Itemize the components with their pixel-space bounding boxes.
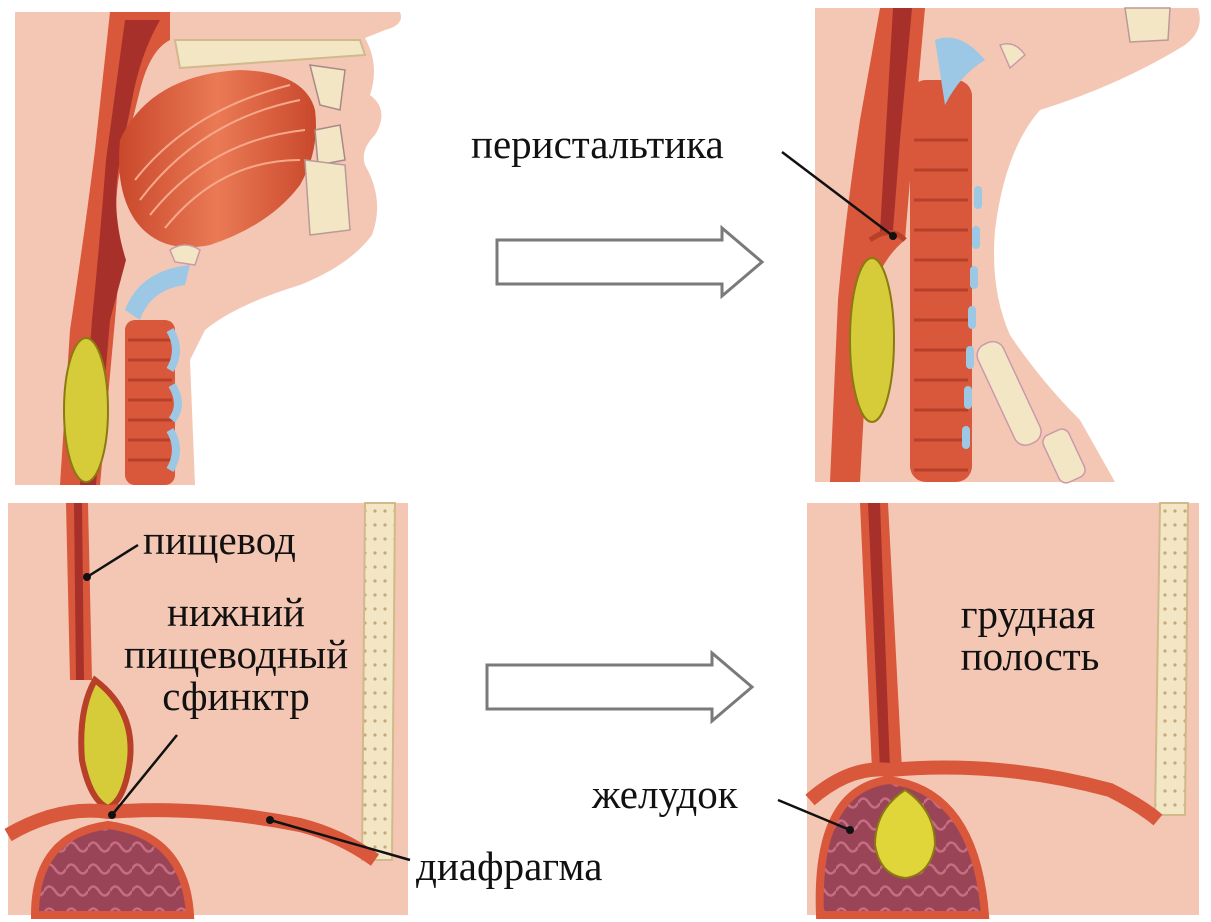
leader-dot-sphincter xyxy=(108,811,116,819)
palate xyxy=(173,39,367,70)
food-bolus xyxy=(63,337,109,483)
trachea-rings xyxy=(914,138,968,472)
arrow-bottom xyxy=(485,649,755,725)
label-thoracic-cavity-2: полость xyxy=(961,633,1100,679)
esophagus-lumen xyxy=(868,503,890,770)
label-lower-sphincter-1: нижний xyxy=(167,589,305,635)
clavicle xyxy=(976,340,1042,446)
leader-diaphragm xyxy=(269,818,411,862)
panel-peristalsis xyxy=(815,7,1200,484)
leader-dot-esophagus xyxy=(83,573,91,581)
label-diaphragm: диафрагма xyxy=(416,843,602,889)
epiglottis xyxy=(935,37,985,105)
sternum xyxy=(1042,428,1086,484)
spine xyxy=(360,502,397,861)
arrow-top xyxy=(495,224,765,300)
pharynx-lumen xyxy=(880,8,912,232)
label-thoracic-cavity-1: грудная xyxy=(961,591,1096,637)
leader-dot-diaphragm xyxy=(266,816,274,824)
label-esophagus: пищевод xyxy=(143,517,296,563)
leader-dot-stomach xyxy=(846,826,854,834)
panel-sphincter-closed xyxy=(4,502,408,919)
tongue xyxy=(119,70,316,248)
label-peristalsis: перистальтика xyxy=(471,121,724,167)
label-stomach: желудок xyxy=(591,771,738,817)
cartilage-dashes xyxy=(962,186,982,449)
diaphragm xyxy=(4,803,380,866)
epiglottis xyxy=(125,265,190,320)
diaphragm xyxy=(805,760,1163,826)
food-bolus xyxy=(849,257,895,423)
trachea-rings xyxy=(128,338,172,462)
jaw-bone xyxy=(304,159,351,236)
panel-sphincter-open xyxy=(805,502,1199,919)
jaw-bone xyxy=(1124,7,1171,43)
stomach xyxy=(30,820,195,919)
panel-oral-phase xyxy=(15,12,401,485)
leader-dot-peristalsis xyxy=(889,232,897,240)
leader-sphincter xyxy=(111,734,178,816)
cartilage-rings xyxy=(166,327,182,473)
teeth xyxy=(309,64,346,166)
label-lower-sphincter-2: пищеводный xyxy=(124,631,348,677)
leader-stomach xyxy=(777,798,851,832)
leader-esophagus xyxy=(86,543,139,579)
hyoid xyxy=(998,43,1026,70)
hyoid xyxy=(169,244,201,266)
food-bolus xyxy=(873,788,937,880)
tongue-fibers xyxy=(134,84,306,229)
esophagus-lumen xyxy=(74,503,84,680)
label-lower-sphincter-3: сфинктр xyxy=(162,673,309,719)
leader-peristalsis xyxy=(781,151,894,237)
spine xyxy=(1153,502,1190,816)
